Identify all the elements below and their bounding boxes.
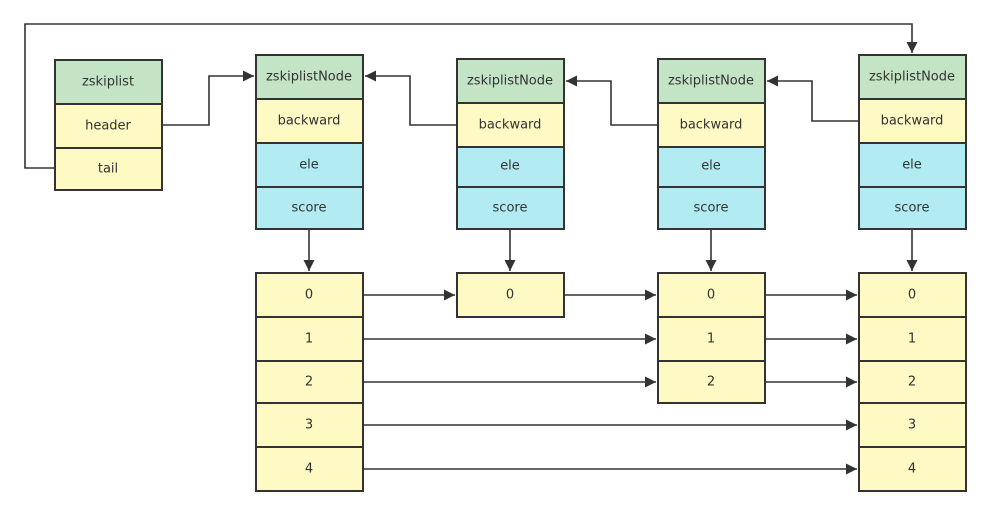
node-2-level-0: 0 [707,288,715,303]
node-0-level-0-cell [255,272,364,318]
connectors [24,23,918,475]
node-3-level-0-cell [858,272,967,318]
node-3-ele-cell [858,142,967,188]
node-3-backward-cell [858,98,967,144]
zskiplist-title: zskiplist [82,75,134,90]
node-2-title-cell [657,58,766,104]
node-2-levels: 0 1 2 [657,272,766,404]
zskiplist-tail-label: tail [98,162,118,177]
node-3-level-4: 4 [908,462,916,477]
node-2-score-cell [657,186,766,230]
node-0-ele-cell [255,142,364,188]
node-2-level-1: 1 [707,332,715,347]
node-0-level-0: 0 [305,288,313,303]
node-0-ele: ele [299,158,319,173]
node-0-level-1: 1 [305,332,313,347]
backward-arrow-node-2 [566,75,658,126]
node-3-levels: 0 1 2 3 4 [858,272,967,492]
node-3-backward: backward [881,114,944,129]
node-3-level-4-cell [858,446,967,492]
node-2-title: zskiplistNode [668,74,754,89]
node-2-ele-cell [657,146,766,188]
node-2-level-0-cell [657,272,766,318]
node-1-ele: ele [500,159,520,174]
node-3-title: zskiplistNode [869,70,955,85]
header-pointer-arrow [162,70,254,126]
backward-arrow-node-1 [365,70,457,126]
node-0-level-2-cell [255,360,364,404]
node-2-level-2: 2 [707,375,715,390]
node-1-score-cell [456,186,565,230]
node-2-backward: backward [680,118,743,133]
node-0-level-4-cell [255,446,364,492]
node-3-level-3: 3 [908,418,916,433]
node-3-ele: ele [902,158,922,173]
node-2-level-1-cell [657,316,766,362]
node-3-level-1-cell [858,316,967,362]
node-1-title: zskiplistNode [467,74,553,89]
node-0-level-4: 4 [305,462,313,477]
zskiplist-title-cell [54,59,163,105]
zskiplist-tail-cell [54,147,163,191]
node-0-level-3: 3 [305,418,313,433]
node-3-score: score [895,201,930,216]
node-2-backward-cell [657,102,766,148]
node-1-level-0: 0 [506,288,514,303]
node-1-levels: 0 [456,272,565,318]
skiplist-node-2: zskiplistNode backward ele score [657,58,766,230]
node-0-title: zskiplistNode [266,70,352,85]
zskiplist-header-cell [54,103,163,149]
zskiplist-header-label: header [85,119,131,134]
skiplist-node-1: zskiplistNode backward ele score [456,58,565,230]
skiplist-node-0: zskiplistNode backward ele score [255,54,364,230]
node-0-backward: backward [278,114,341,129]
node-3-level-2: 2 [908,375,916,390]
node-0-score: score [292,201,327,216]
node-2-score: score [694,201,729,216]
node-3-level-2-cell [858,360,967,404]
node-1-level-0-cell [456,272,565,318]
skiplist-node-3: zskiplistNode backward ele score [858,54,967,230]
node-3-level-1: 1 [908,332,916,347]
node-0-title-cell [255,54,364,100]
node-2-ele: ele [701,159,721,174]
zskiplist-struct: zskiplist header tail [54,59,163,191]
node-3-level-0: 0 [908,288,916,303]
node-0-levels: 0 1 2 3 4 [255,272,364,492]
node-1-score: score [493,201,528,216]
backward-arrow-node-3 [767,75,859,122]
node-1-backward: backward [479,118,542,133]
node-1-backward-cell [456,102,565,148]
node-0-level-2: 2 [305,375,313,390]
tail-pointer-arrow [24,23,918,169]
